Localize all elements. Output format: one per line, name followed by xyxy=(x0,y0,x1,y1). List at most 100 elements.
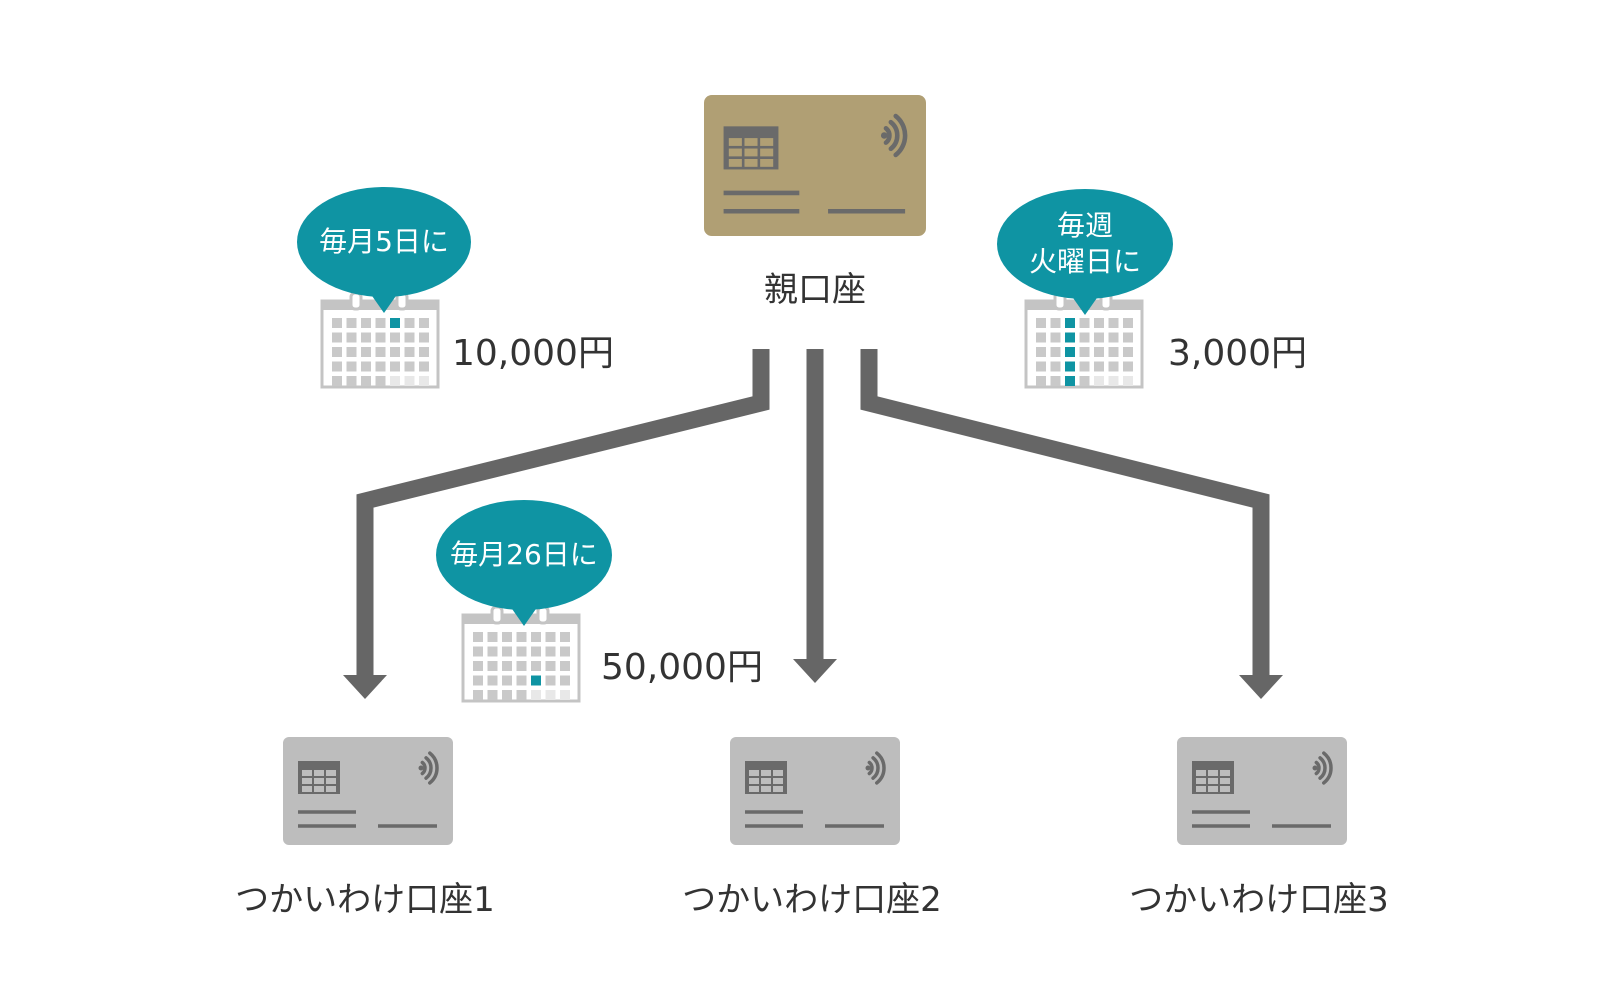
calendar-day xyxy=(1108,332,1119,343)
calendar-day xyxy=(375,376,386,386)
calendar-day xyxy=(545,661,556,671)
calendar-day xyxy=(375,347,386,357)
calendar-day xyxy=(404,318,415,328)
calendar-day xyxy=(390,332,400,343)
calendar-day xyxy=(1036,318,1046,328)
schedule-text-line-1: 毎週 xyxy=(1056,209,1113,242)
calendar-day xyxy=(1079,332,1090,343)
arrow-down-icon xyxy=(1239,675,1283,699)
calendar-day xyxy=(502,646,512,657)
calendar-day xyxy=(1123,332,1133,343)
calendar-day xyxy=(545,675,556,686)
sub-account-2-label: つかいわけ口座2 xyxy=(682,880,942,920)
calendar-day xyxy=(404,347,415,357)
calendar-day xyxy=(1050,361,1061,372)
calendar-day xyxy=(502,675,512,686)
calendar-day xyxy=(346,318,357,328)
card-chip xyxy=(745,761,787,794)
calendar-day xyxy=(332,376,342,386)
calendar-day xyxy=(502,661,512,671)
calendar-day xyxy=(531,690,541,700)
contactless-icon xyxy=(418,751,439,785)
calendar-day xyxy=(531,632,541,642)
calendar-day xyxy=(419,347,429,357)
calendar-day xyxy=(473,690,483,700)
sub-account-1-card xyxy=(283,737,453,845)
calendar-day xyxy=(1065,347,1075,357)
calendar-day xyxy=(531,661,541,671)
calendar-day xyxy=(361,332,371,343)
calendar-day xyxy=(390,347,400,357)
calendar-day xyxy=(531,646,541,657)
calendar-day xyxy=(516,646,527,657)
calendar-day xyxy=(1108,361,1119,372)
calendar-day xyxy=(487,646,498,657)
calendar-day xyxy=(375,318,386,328)
contactless-icon xyxy=(1312,751,1333,785)
calendar-day xyxy=(1123,347,1133,357)
calendar-day xyxy=(1108,347,1119,357)
parent-account-label: 親口座 xyxy=(764,270,866,310)
calendar-day xyxy=(545,646,556,657)
calendar-day xyxy=(1094,332,1104,343)
calendar-day xyxy=(545,690,556,700)
schedule-bubble-monthly-26: 毎月26日に xyxy=(436,500,612,626)
parent-account-card xyxy=(704,95,926,237)
calendar-day xyxy=(332,332,342,343)
calendar-day xyxy=(346,347,357,357)
calendar-day xyxy=(1050,376,1061,386)
card-chip xyxy=(1192,761,1234,794)
transfer-amount: 10,000円 xyxy=(452,333,614,374)
calendar-day xyxy=(487,675,498,686)
contactless-icon xyxy=(865,751,886,785)
calendar-day xyxy=(404,376,415,386)
calendar-day xyxy=(404,361,415,372)
calendar-day xyxy=(1065,376,1075,386)
card-stripes xyxy=(298,810,437,828)
calendar-day xyxy=(473,632,483,642)
calendar-day xyxy=(473,661,483,671)
calendar-day xyxy=(419,376,429,386)
calendar-day xyxy=(1079,361,1090,372)
calendar-day xyxy=(560,646,570,657)
calendar-day xyxy=(1036,347,1046,357)
calendar-day xyxy=(1079,376,1090,386)
calendar-day xyxy=(361,347,371,357)
calendar-day xyxy=(361,376,371,386)
calendar-day xyxy=(332,347,342,357)
contactless-icon xyxy=(880,113,908,158)
calendar-day xyxy=(1036,332,1046,343)
calendar-day xyxy=(487,690,498,700)
calendar-day xyxy=(346,376,357,386)
arrow-to-sub-account-2 xyxy=(793,349,837,683)
sub-account-2-card xyxy=(730,737,900,845)
calendar-day xyxy=(1094,376,1104,386)
calendar-day xyxy=(404,332,415,343)
calendar-day xyxy=(1050,332,1061,343)
calendar-day xyxy=(1050,318,1061,328)
calendar-day xyxy=(332,318,342,328)
schedule-text: 毎月5日に xyxy=(319,225,449,258)
calendar-day xyxy=(560,690,570,700)
calendar-day xyxy=(1108,318,1119,328)
schedule-bubble-monthly-5: 毎月5日に xyxy=(297,187,471,313)
arrow-down-icon xyxy=(343,675,387,699)
calendar-day xyxy=(375,361,386,372)
calendar-day xyxy=(1123,376,1133,386)
card-stripes xyxy=(1192,810,1331,828)
schedule-text: 毎月26日に xyxy=(450,538,598,571)
transfer-amount: 50,000円 xyxy=(601,647,763,688)
calendar-day xyxy=(1065,318,1075,328)
calendar-day xyxy=(346,332,357,343)
transfer-amount: 3,000円 xyxy=(1168,333,1308,374)
calendar-day xyxy=(1108,376,1119,386)
calendar-day xyxy=(516,675,527,686)
calendar-day xyxy=(560,632,570,642)
card-stripes xyxy=(745,810,884,828)
calendar-day xyxy=(390,361,400,372)
calendar-day xyxy=(1094,318,1104,328)
calendar-day xyxy=(1036,376,1046,386)
calendar-day xyxy=(1094,347,1104,357)
sub-account-1-label: つかいわけ口座1 xyxy=(235,880,495,920)
